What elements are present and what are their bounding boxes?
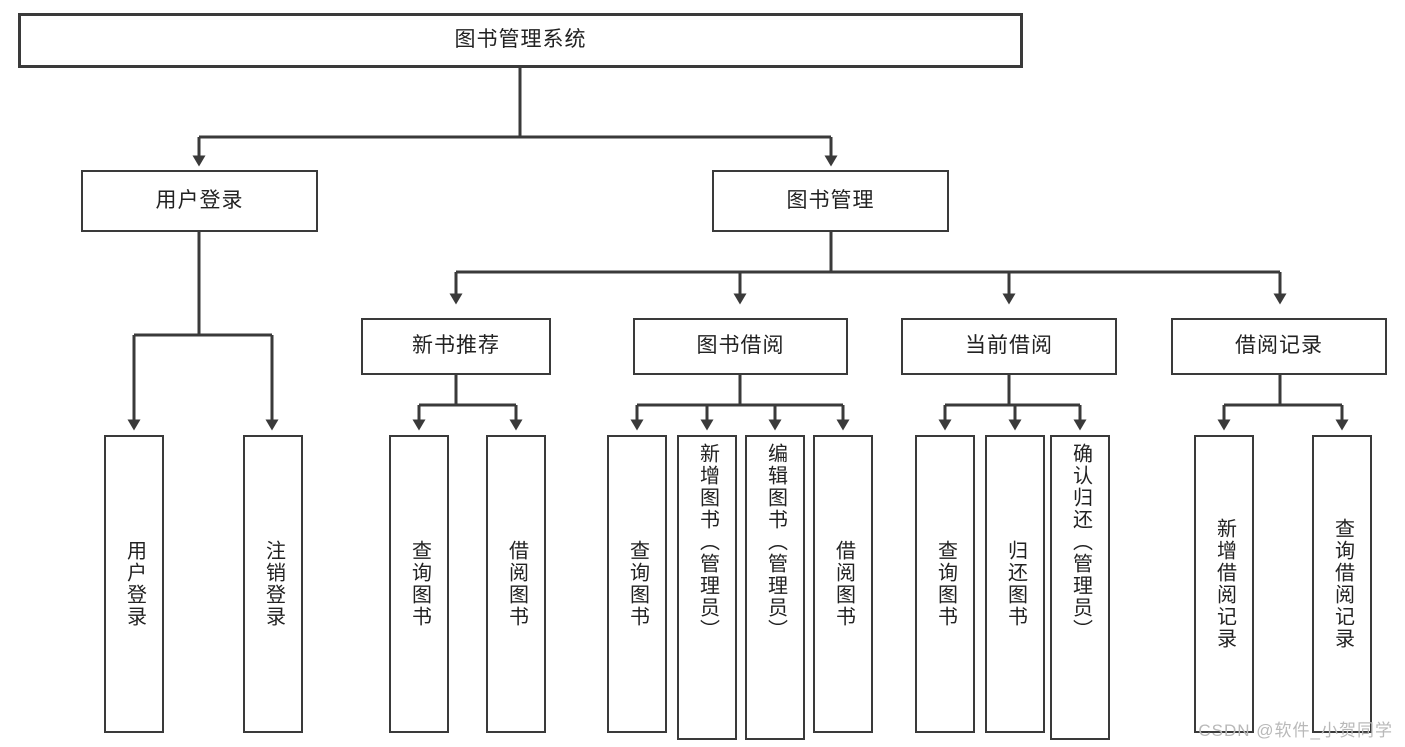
leaf-query-book-2[interactable]: 查询图书	[607, 435, 667, 733]
node-new-book-recommend[interactable]: 新书推荐	[361, 318, 551, 375]
node-book-management-label: 图书管理	[786, 188, 875, 212]
leaf-edit-book-label: 编辑图书（管理员）	[764, 443, 787, 641]
leaf-logout-label: 注销登录	[262, 540, 285, 628]
node-user-login[interactable]: 用户登录	[81, 170, 318, 232]
csdn-watermark: CSDN @软件_小贺同学	[1198, 721, 1393, 740]
leaf-return-book-label: 归还图书	[1004, 540, 1027, 628]
node-book-management[interactable]: 图书管理	[712, 170, 949, 232]
leaf-query-book-1-label: 查询图书	[408, 540, 431, 628]
leaf-borrow-book-1[interactable]: 借阅图书	[486, 435, 546, 733]
node-book-borrow[interactable]: 图书借阅	[633, 318, 848, 375]
node-current-borrow-label: 当前借阅	[965, 334, 1053, 358]
node-root[interactable]: 图书管理系统	[18, 13, 1023, 68]
leaf-query-book-1[interactable]: 查询图书	[389, 435, 449, 733]
node-borrow-record[interactable]: 借阅记录	[1171, 318, 1387, 375]
leaf-query-book-3-label: 查询图书	[934, 540, 957, 628]
node-root-label: 图书管理系统	[454, 28, 587, 52]
node-user-login-label: 用户登录	[155, 188, 244, 212]
leaf-borrow-book-2-label: 借阅图书	[832, 540, 855, 628]
leaf-confirm-return-label: 确认归还（管理员）	[1069, 443, 1092, 641]
node-borrow-record-label: 借阅记录	[1235, 334, 1323, 358]
leaf-add-book-label: 新增图书（管理员）	[696, 443, 719, 641]
node-new-book-recommend-label: 新书推荐	[412, 334, 500, 358]
leaf-query-record-label: 查询借阅记录	[1331, 518, 1354, 650]
leaf-add-record-label: 新增借阅记录	[1213, 518, 1236, 650]
leaf-user-login-label: 用户登录	[123, 540, 146, 628]
leaf-return-book[interactable]: 归还图书	[985, 435, 1045, 733]
node-book-borrow-label: 图书借阅	[696, 334, 785, 358]
leaf-add-record[interactable]: 新增借阅记录	[1194, 435, 1254, 733]
leaf-borrow-book-1-label: 借阅图书	[505, 540, 528, 628]
leaf-edit-book[interactable]: 编辑图书（管理员）	[745, 435, 805, 740]
leaf-add-book[interactable]: 新增图书（管理员）	[677, 435, 737, 740]
leaf-logout[interactable]: 注销登录	[243, 435, 303, 733]
leaf-query-book-3[interactable]: 查询图书	[915, 435, 975, 733]
leaf-query-record[interactable]: 查询借阅记录	[1312, 435, 1372, 733]
node-current-borrow[interactable]: 当前借阅	[901, 318, 1117, 375]
leaf-confirm-return[interactable]: 确认归还（管理员）	[1050, 435, 1110, 740]
leaf-query-book-2-label: 查询图书	[626, 540, 649, 628]
leaf-user-login[interactable]: 用户登录	[104, 435, 164, 733]
leaf-borrow-book-2[interactable]: 借阅图书	[813, 435, 873, 733]
